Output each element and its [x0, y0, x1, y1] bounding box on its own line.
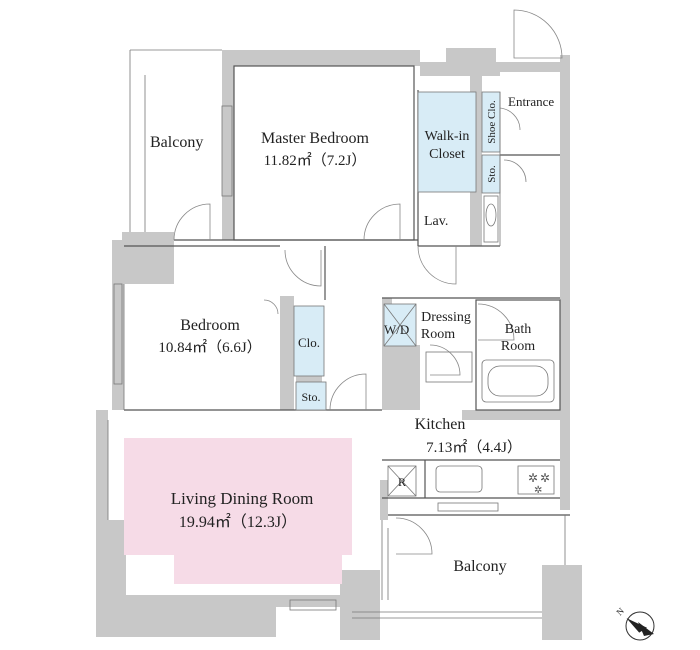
walls — [96, 48, 582, 640]
fixtures: ✲ ✲ ✲ — [383, 92, 555, 497]
living-dining-label: Living Dining Room — [171, 489, 314, 508]
dressing-room-label-2: Room — [421, 327, 455, 342]
lavatory-label: Lav. — [424, 214, 448, 229]
burner-icon-1: ✲ — [528, 471, 538, 485]
kitchen-label: Kitchen — [415, 416, 466, 433]
door-swings — [173, 9, 563, 555]
storage-entry-label: Sto. — [486, 165, 498, 183]
compass-label: N — [614, 605, 626, 617]
compass-north-icon: N — [614, 605, 655, 641]
balcony-top-area — [129, 49, 222, 240]
bath-room-label-2: Room — [501, 339, 535, 354]
balcony-top-label: Balcony — [150, 134, 203, 151]
bath-room-label-1: Bath — [505, 322, 531, 337]
entrance-label: Entrance — [508, 94, 554, 109]
shoe-closet-label: Shoe Clo. — [486, 100, 498, 144]
walkin-closet-label-1: Walk-in — [425, 129, 470, 144]
living-dining-area: 19.94㎡（12.3J） — [179, 513, 297, 531]
kitchen-area: 7.13㎡（4.4J） — [426, 439, 522, 456]
storage-bed-label: Sto. — [301, 390, 320, 404]
dressing-room-label-1: Dressing — [421, 310, 471, 325]
master-bedroom-label: Master Bedroom — [261, 130, 370, 147]
burner-icon-3: ✲ — [534, 485, 542, 496]
walkin-closet-fill — [417, 91, 477, 193]
closet-fill — [293, 305, 325, 377]
bedroom-label: Bedroom — [180, 317, 240, 334]
storage-bed-fill — [295, 381, 327, 411]
walkin-closet-label-2: Closet — [429, 147, 465, 162]
refrigerator-label: R — [398, 475, 406, 489]
bedroom-area: 10.84㎡（6.6J） — [158, 339, 261, 356]
burner-icon-2: ✲ — [540, 471, 550, 485]
living-dining-fill — [124, 438, 352, 584]
balcony-bottom-label: Balcony — [453, 558, 506, 575]
washer-dryer-label: W/D — [384, 322, 409, 337]
master-bedroom-area: 11.82㎡（7.2J） — [264, 152, 367, 169]
closet-label: Clo. — [298, 335, 320, 350]
